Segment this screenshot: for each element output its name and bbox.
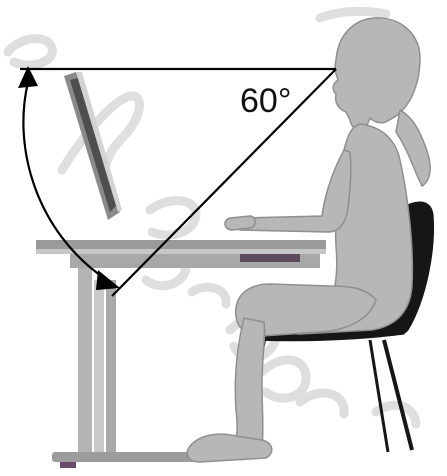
child-lower-leg <box>232 318 265 446</box>
desk-leg-left-inner2 <box>106 280 116 452</box>
child-head <box>333 18 420 130</box>
desk-foot <box>52 452 202 462</box>
desk-leg-left-inner <box>94 280 104 452</box>
child-hand <box>225 216 255 230</box>
desk-foot-caps <box>60 462 76 468</box>
arc-arrowhead-bottom <box>96 270 120 290</box>
chair-leg-back <box>384 340 412 450</box>
desk-top <box>36 240 326 249</box>
desk-top-edge <box>36 249 326 254</box>
angle-label: 60° <box>240 82 291 120</box>
chair-leg-back2 <box>370 340 388 452</box>
desk-leg-left <box>78 268 92 452</box>
desk-cable-clip <box>240 254 300 262</box>
